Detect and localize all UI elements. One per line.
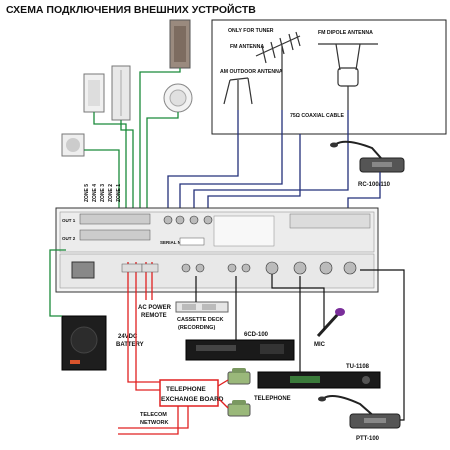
tuner-label: TU-1108 [346, 364, 370, 370]
rc-terminal [289, 213, 371, 229]
column-speaker-2-icon [111, 65, 131, 121]
zone-labels: ZONE 5 ZONE 4 ZONE 3 ZONE 2 ZONE 1 [84, 184, 122, 202]
horn-speaker-icon [61, 133, 85, 157]
cassette-label-2: (RECORDING) [178, 325, 215, 331]
fm-dipole-antenna-icon [318, 43, 378, 110]
mic-label: MIC [314, 342, 326, 348]
amplifier-rear-panel: OUT 1 OUT 2 SERIAL NO. [55, 207, 379, 293]
out-2-label: OUT 2 [62, 236, 76, 241]
ceiling-speaker-icon [163, 83, 193, 113]
ac-remote-terminal [141, 263, 159, 273]
column-speaker-icon [169, 19, 191, 69]
speaker-wiring [84, 68, 181, 210]
antenna-wiring [167, 110, 349, 210]
only-for-tuner-label: ONLY FOR TUNER [228, 28, 274, 34]
cd-label: 6CD-100 [244, 332, 269, 338]
fm-antenna-label: FM ANTENNA [230, 44, 264, 50]
zone-5-label: ZONE 5 [84, 184, 90, 202]
tuner-icon [257, 371, 381, 389]
ptt-100-label: PTT-100 [356, 436, 380, 442]
battery-label-2: BATTERY [116, 342, 144, 348]
cd-changer-icon [185, 339, 295, 361]
diagram-title: СХЕМА ПОДКЛЮЧЕНИЯ ВНЕШНИХ УСТРОЙСТВ [6, 3, 256, 16]
exchange-label-1: TELEPHONE [166, 386, 206, 393]
antenna-panel: ONLY FOR TUNER FM ANTENNA FM DIPOLE ANTE… [211, 19, 447, 135]
zone-4-label: ZONE 4 [92, 184, 98, 202]
ac-power-label-1: AC POWER [138, 305, 172, 311]
rc-100-cable [347, 172, 381, 210]
ac-inlet-icon [71, 261, 95, 279]
mic-cable [271, 274, 325, 330]
ptt-100-mic-icon [318, 395, 401, 429]
spec-label-plate [213, 215, 275, 247]
zone-terminal-block [79, 213, 151, 241]
telephone-label: TELEPHONE [254, 396, 291, 402]
microphone-icon [316, 308, 345, 338]
serial-label: SERIAL NO. [160, 240, 186, 245]
telephone-exchange-board [159, 379, 219, 407]
zone-2-label: ZONE 2 [108, 184, 114, 202]
telephone-2-icon [227, 400, 251, 417]
telecom-label-2: NETWORK [140, 420, 168, 426]
telephone-1-icon [227, 368, 251, 385]
am-outdoor-antenna-icon [223, 77, 253, 110]
rc-100-mic-icon [330, 140, 405, 173]
coaxial-label: 75Ω COAXIAL CABLE [290, 113, 344, 119]
ptt-cable [360, 269, 405, 421]
cassette-deck-icon [175, 301, 229, 313]
am-outdoor-label: AM OUTDOOR ANTENNA [220, 69, 283, 75]
out-1-label: OUT 1 [62, 218, 76, 223]
fm-yagi-antenna-icon [255, 31, 301, 110]
input-jacks [163, 215, 357, 275]
rc-100-label: RC-100/110 [358, 182, 391, 188]
cabinet-speaker-cable [49, 249, 66, 317]
fm-dipole-label: FM DIPOLE ANTENNA [318, 30, 373, 36]
exchange-label-2: EXCHANGE BOARD [161, 396, 224, 403]
cassette-label-1: CASSETTE DECK [177, 317, 223, 323]
zone-3-label: ZONE 3 [100, 184, 106, 202]
battery-terminal [121, 263, 143, 273]
cabinet-speaker-icon [61, 315, 107, 371]
ac-power-label-2: REMOTE [141, 313, 167, 319]
telecom-wiring [118, 330, 229, 435]
telecom-label-1: TELECOM [140, 412, 167, 418]
wall-speaker-icon [83, 73, 105, 113]
zone-1-label: ZONE 1 [116, 184, 122, 202]
